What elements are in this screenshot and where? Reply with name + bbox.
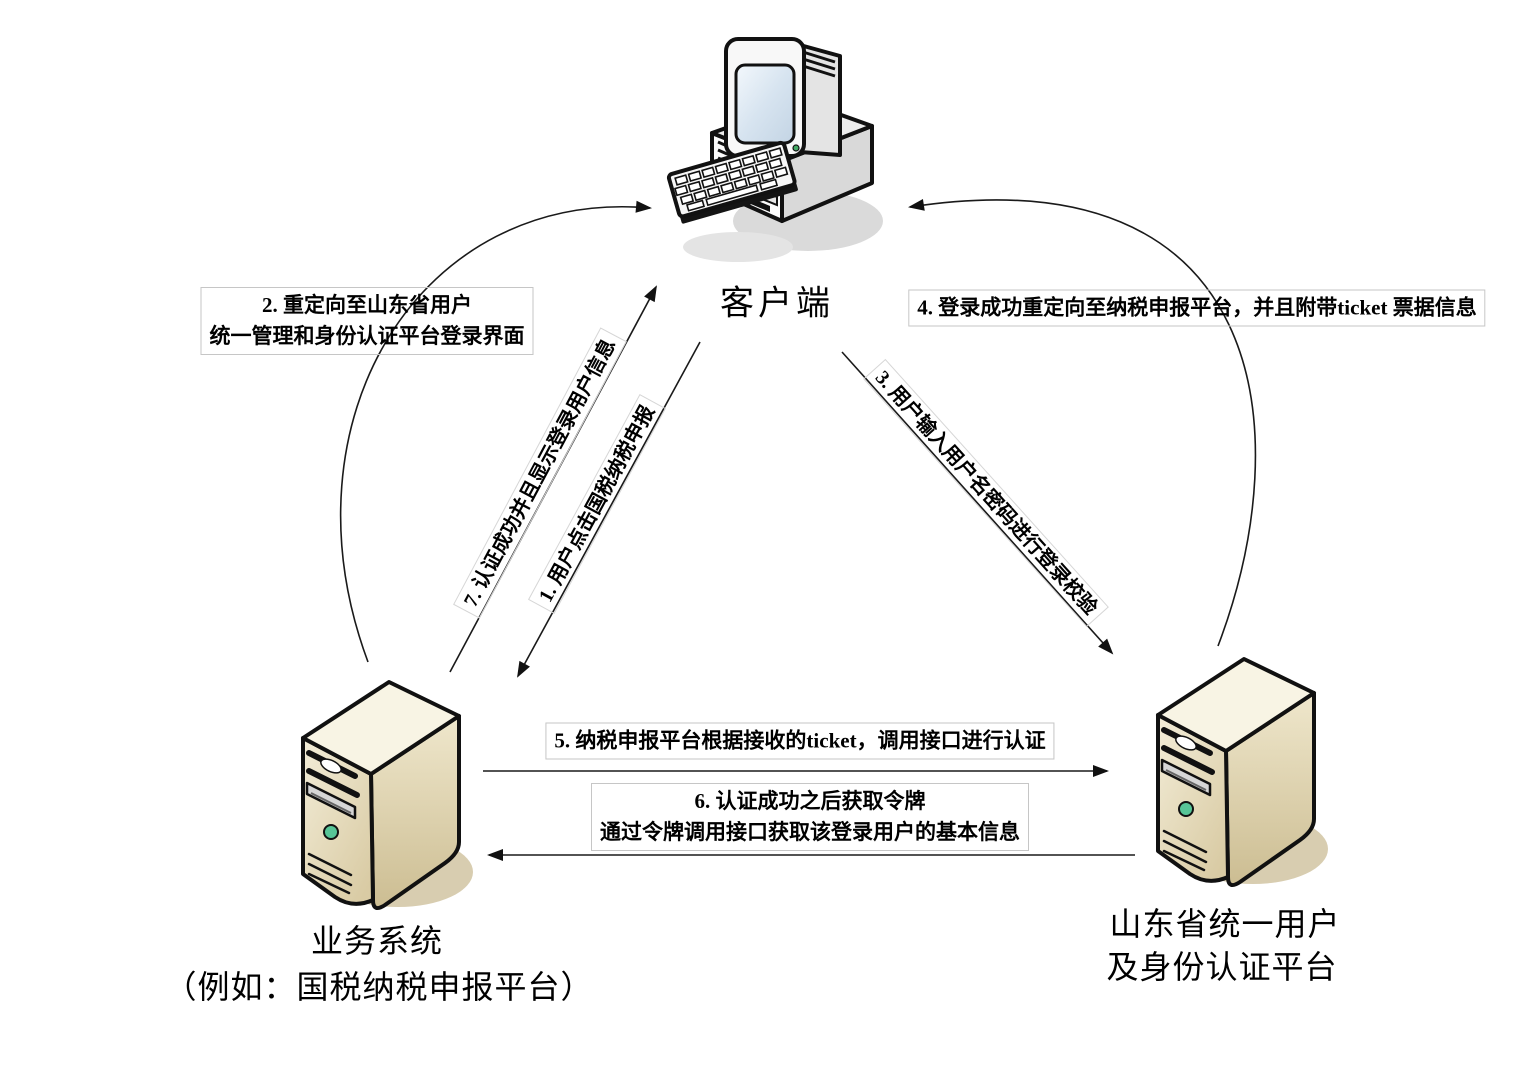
business-system-note: （例如：国税纳税申报平台） bbox=[164, 969, 594, 1005]
idp-name-line2: 及身份认证平台 bbox=[1106, 949, 1338, 985]
business-system-name: 业务系统 bbox=[310, 923, 444, 959]
message-5-label: 5. 纳税申报平台根据接收的ticket，调用接口进行认证 bbox=[545, 722, 1055, 760]
arrow-1-user-click bbox=[517, 341, 701, 678]
idp-name-line1: 山东省统一用户 bbox=[1109, 906, 1341, 942]
message-2-line1: 2. 重定向至山东省用户 bbox=[262, 293, 472, 317]
message-2-line2: 统一管理和身份认证平台登录界面 bbox=[209, 324, 525, 348]
arrow-3-login-check bbox=[841, 351, 1114, 655]
message-2-label: 2. 重定向至山东省用户 统一管理和身份认证平台登录界面 bbox=[200, 287, 534, 355]
message-4-label: 4. 登录成功重定向至纳税申报平台，并且附带ticket 票据信息 bbox=[908, 289, 1486, 327]
business-system-server-icon bbox=[303, 682, 473, 908]
arrow-2-redirect-to-login bbox=[339, 200, 652, 663]
arrow-7-show-user-info bbox=[449, 285, 657, 673]
client-label: 客户端 bbox=[720, 285, 834, 323]
message-6-label: 6. 认证成功之后获取令牌 通过令牌调用接口获取该登录用户的基本信息 bbox=[591, 783, 1029, 851]
client-computer-icon bbox=[666, 37, 883, 262]
message-6-line1: 6. 认证成功之后获取令牌 bbox=[694, 789, 926, 813]
message-6-line2: 通过令牌调用接口获取该登录用户的基本信息 bbox=[600, 820, 1020, 844]
arrow-4-redirect-with-ticket bbox=[908, 198, 1257, 647]
idp-server-icon bbox=[1158, 659, 1328, 885]
